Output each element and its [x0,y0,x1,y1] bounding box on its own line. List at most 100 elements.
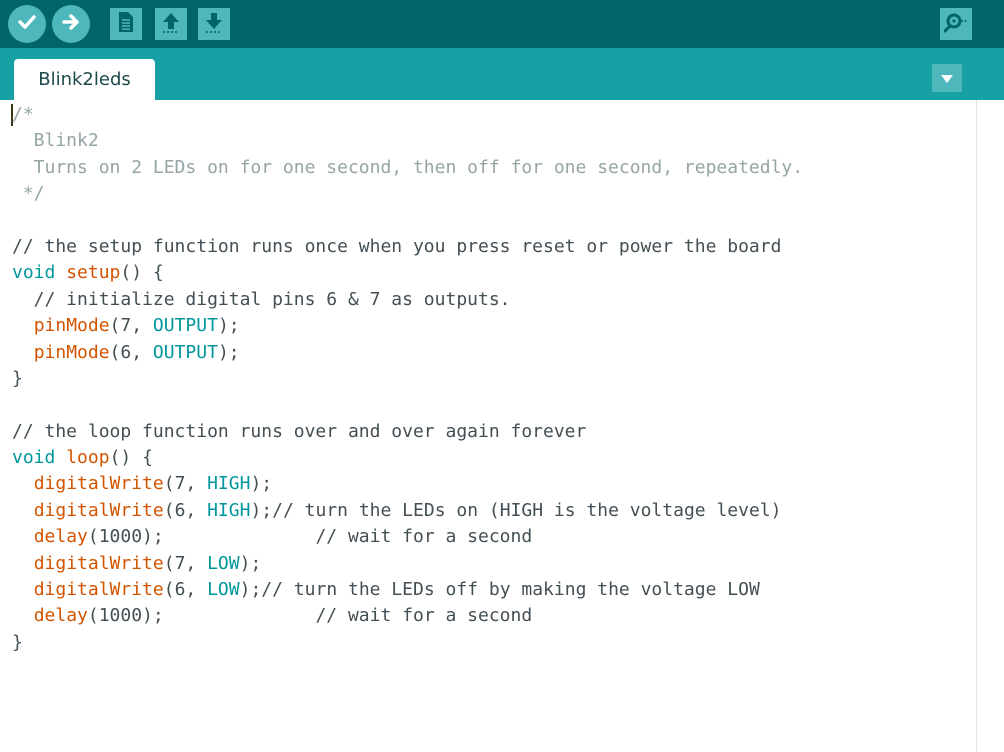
serial-monitor-button[interactable] [940,8,972,40]
verify-button[interactable] [8,5,46,43]
code-line: delay(1000); // wait for a second [12,603,803,629]
code-token: // turn the LEDs on (HIGH is the voltage… [272,499,782,521]
chevron-down-icon [940,69,954,88]
code-token: pinMode [33,341,110,363]
code-line: digitalWrite(7, LOW); [12,551,803,577]
code-token [12,526,34,547]
code-token: /* [12,104,34,125]
code-token: */ [12,183,45,205]
code-token: digitalWrite [33,499,164,521]
code-line: /* [12,102,803,128]
code-token: // initialize digital pins 6 & 7 as outp… [12,288,511,310]
code-token: OUTPUT [152,341,218,363]
code-token: (6, [163,579,208,601]
code-token [55,262,66,283]
code-token: digitalWrite [33,579,164,601]
code-line [12,392,803,418]
code-token: Turns on 2 LEDs on for one second, then … [12,156,804,178]
code-line: // the setup function runs once when you… [12,234,803,260]
check-icon [16,11,38,37]
code-token: ); [239,552,262,574]
code-token [12,342,34,363]
code-token [12,500,34,521]
code-token: digitalWrite [33,552,164,574]
tab-label: Blink2leds [38,69,131,90]
code-token [12,315,34,336]
code-token: setup [66,262,121,284]
download-arrow-icon [203,11,225,37]
code-token [12,473,34,494]
code-token: OUTPUT [152,315,218,337]
code-line: digitalWrite(6, HIGH);// turn the LEDs o… [12,498,803,524]
vertical-scrollbar[interactable] [976,100,1004,752]
code-token [12,605,34,626]
new-button[interactable] [110,8,142,40]
code-token: // the loop function runs over and over … [12,420,587,442]
code-token [12,579,34,600]
code-token: } [12,367,23,389]
code-token: (7, [163,473,208,495]
code-token: LOW [207,579,240,601]
code-token: HIGH [207,473,251,495]
code-token [12,553,34,574]
code-token: void [12,262,56,284]
code-token: HIGH [207,499,251,521]
code-text[interactable]: /* Blink2 Turns on 2 LEDs on for one sec… [12,102,803,656]
code-token: void [12,447,56,469]
code-line: pinMode(7, OUTPUT); [12,313,803,339]
code-line: // initialize digital pins 6 & 7 as outp… [12,287,803,313]
code-token: loop [66,447,110,469]
code-token: // the setup function runs once when you… [12,235,782,257]
open-button[interactable] [155,8,187,40]
code-token: ); [250,499,273,521]
arrow-right-icon [60,11,82,37]
tab-blink2leds[interactable]: Blink2leds [14,59,155,100]
code-token: ); [239,579,262,601]
code-token: // turn the LEDs off by making the volta… [261,579,760,601]
text-cursor [11,104,13,126]
code-line: } [12,366,803,392]
code-token: () { [109,447,153,469]
code-token: LOW [207,552,240,574]
code-token: Blink2 [12,130,99,152]
code-token: } [12,631,23,653]
code-token: ); [217,341,240,363]
code-line: // the loop function runs over and over … [12,419,803,445]
code-editor[interactable] [0,100,976,752]
new-file-icon [117,11,135,37]
upload-button[interactable] [52,5,90,43]
save-button[interactable] [198,8,230,40]
code-line: Blink2 [12,128,803,154]
code-token: ); [217,315,240,337]
code-token: pinMode [33,315,110,337]
code-token: (6, [109,341,153,363]
code-token: delay [33,605,88,627]
code-line: Turns on 2 LEDs on for one second, then … [12,155,803,181]
code-token: delay [33,526,88,548]
code-token: (7, [109,315,153,337]
tab-bar: Blink2leds [0,48,1004,100]
code-token: digitalWrite [33,473,164,495]
code-token: // wait for a second [315,526,533,548]
upload-arrow-icon [160,11,182,37]
code-line: digitalWrite(6, LOW);// turn the LEDs of… [12,577,803,603]
code-line: digitalWrite(7, HIGH); [12,471,803,497]
code-token: (7, [163,552,208,574]
code-line: void loop() { [12,445,803,471]
serial-monitor-icon [943,11,968,37]
toolbar [0,0,1004,48]
code-line: void setup() { [12,260,803,286]
code-line: delay(1000); // wait for a second [12,524,803,550]
code-line [12,208,803,234]
code-token: () { [120,262,164,284]
tab-menu-button[interactable] [932,64,962,92]
code-line: } [12,630,803,656]
code-token: ); [250,473,273,495]
code-token: // wait for a second [315,605,533,627]
code-line: */ [12,181,803,207]
code-token: (1000); [87,526,316,548]
code-token: (6, [163,499,208,521]
code-line: pinMode(6, OUTPUT); [12,340,803,366]
code-token [55,447,66,468]
code-token: (1000); [87,605,316,627]
